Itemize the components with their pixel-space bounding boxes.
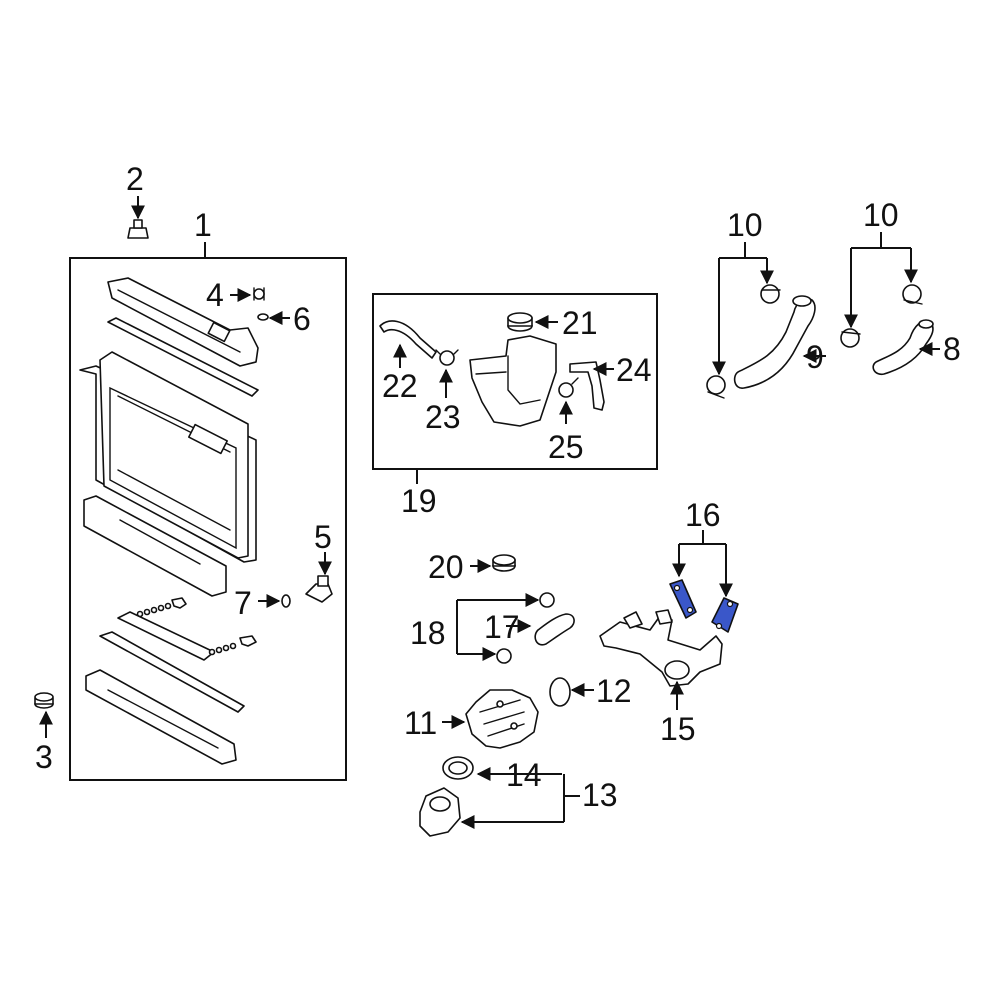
part-5-drain-cock[interactable] — [305, 575, 333, 603]
radiator-lower-support[interactable] — [85, 669, 237, 765]
callout-1[interactable]: 1 — [194, 207, 212, 243]
part-22-reservoir-hose[interactable] — [379, 320, 437, 359]
part-4-clip[interactable] — [253, 287, 265, 301]
radiator-core[interactable] — [79, 351, 257, 563]
callout-17[interactable]: 17 — [484, 609, 520, 645]
callout-18[interactable]: 18 — [410, 615, 446, 651]
part-2-clip[interactable] — [127, 219, 149, 239]
coolant-reservoir-tank[interactable] — [469, 335, 557, 427]
radiator-cushion-set-upper[interactable] — [136, 597, 187, 618]
callout-20[interactable]: 20 — [428, 549, 464, 585]
radiator-cushion-set-lower[interactable] — [208, 635, 257, 656]
callout-9[interactable]: 9 — [806, 339, 824, 375]
callout-15[interactable]: 15 — [660, 711, 696, 747]
callout-21[interactable]: 21 — [562, 305, 598, 341]
callout-3[interactable]: 3 — [35, 739, 53, 775]
part-21-reservoir-cap[interactable] — [507, 312, 533, 332]
callout-5[interactable]: 5 — [314, 519, 332, 555]
callout-25[interactable]: 25 — [548, 429, 584, 465]
callout-19[interactable]: 19 — [401, 483, 437, 519]
part-12-o-ring[interactable] — [549, 677, 571, 707]
radiator-upper-seal[interactable] — [107, 317, 259, 397]
part-23-hose-clamp[interactable] — [435, 349, 459, 366]
callout-6[interactable]: 6 — [293, 301, 311, 337]
part-11-water-inlet-housing[interactable] — [465, 689, 539, 749]
part-15-water-outlet[interactable] — [599, 609, 723, 687]
radiator-lower-seal[interactable] — [83, 495, 227, 597]
part-10-hose-clamp-a[interactable] — [760, 284, 781, 304]
part-18-hose-clamp-a[interactable] — [539, 592, 555, 608]
part-20-grommet[interactable] — [492, 554, 516, 572]
radiator-upper-support[interactable] — [107, 277, 259, 367]
callout-23[interactable]: 23 — [425, 399, 461, 435]
callout-2[interactable]: 2 — [126, 161, 144, 197]
callout-8[interactable]: 8 — [943, 331, 961, 367]
callout-11[interactable]: 11 — [404, 705, 437, 741]
reservoir-assembly-box — [372, 293, 658, 470]
part-17-bypass-hose[interactable] — [534, 613, 575, 646]
callout-10-left[interactable]: 10 — [727, 207, 763, 243]
part-8-lower-radiator-hose[interactable] — [872, 319, 934, 376]
callout-24[interactable]: 24 — [616, 352, 652, 388]
part-3-grommet[interactable] — [34, 692, 54, 709]
part-9-upper-radiator-hose[interactable] — [733, 295, 816, 389]
callout-12[interactable]: 12 — [596, 673, 632, 709]
part-10-hose-clamp-d[interactable] — [840, 328, 861, 348]
radiator-assembly-box — [69, 257, 347, 781]
part-14-thermostat-gasket[interactable] — [442, 756, 474, 780]
callout-16[interactable]: 16 — [685, 497, 721, 533]
part-10-hose-clamp-c[interactable] — [902, 284, 923, 305]
callout-7[interactable]: 7 — [234, 585, 252, 621]
part-18-hose-clamp-b[interactable] — [496, 648, 512, 664]
callout-10-right[interactable]: 10 — [863, 197, 899, 233]
part-16-gasket-right[interactable] — [711, 597, 739, 633]
callout-22[interactable]: 22 — [382, 368, 418, 404]
part-6-o-ring[interactable] — [257, 313, 269, 321]
callout-4[interactable]: 4 — [206, 277, 224, 313]
part-10-hose-clamp-b[interactable] — [706, 375, 726, 399]
part-25-hose-clamp[interactable] — [558, 377, 579, 398]
part-7-o-ring[interactable] — [281, 594, 291, 608]
callout-13[interactable]: 13 — [582, 777, 618, 813]
part-13-thermostat[interactable] — [419, 787, 461, 837]
callout-14[interactable]: 14 — [506, 757, 542, 793]
part-16-gasket-left[interactable] — [669, 579, 697, 619]
